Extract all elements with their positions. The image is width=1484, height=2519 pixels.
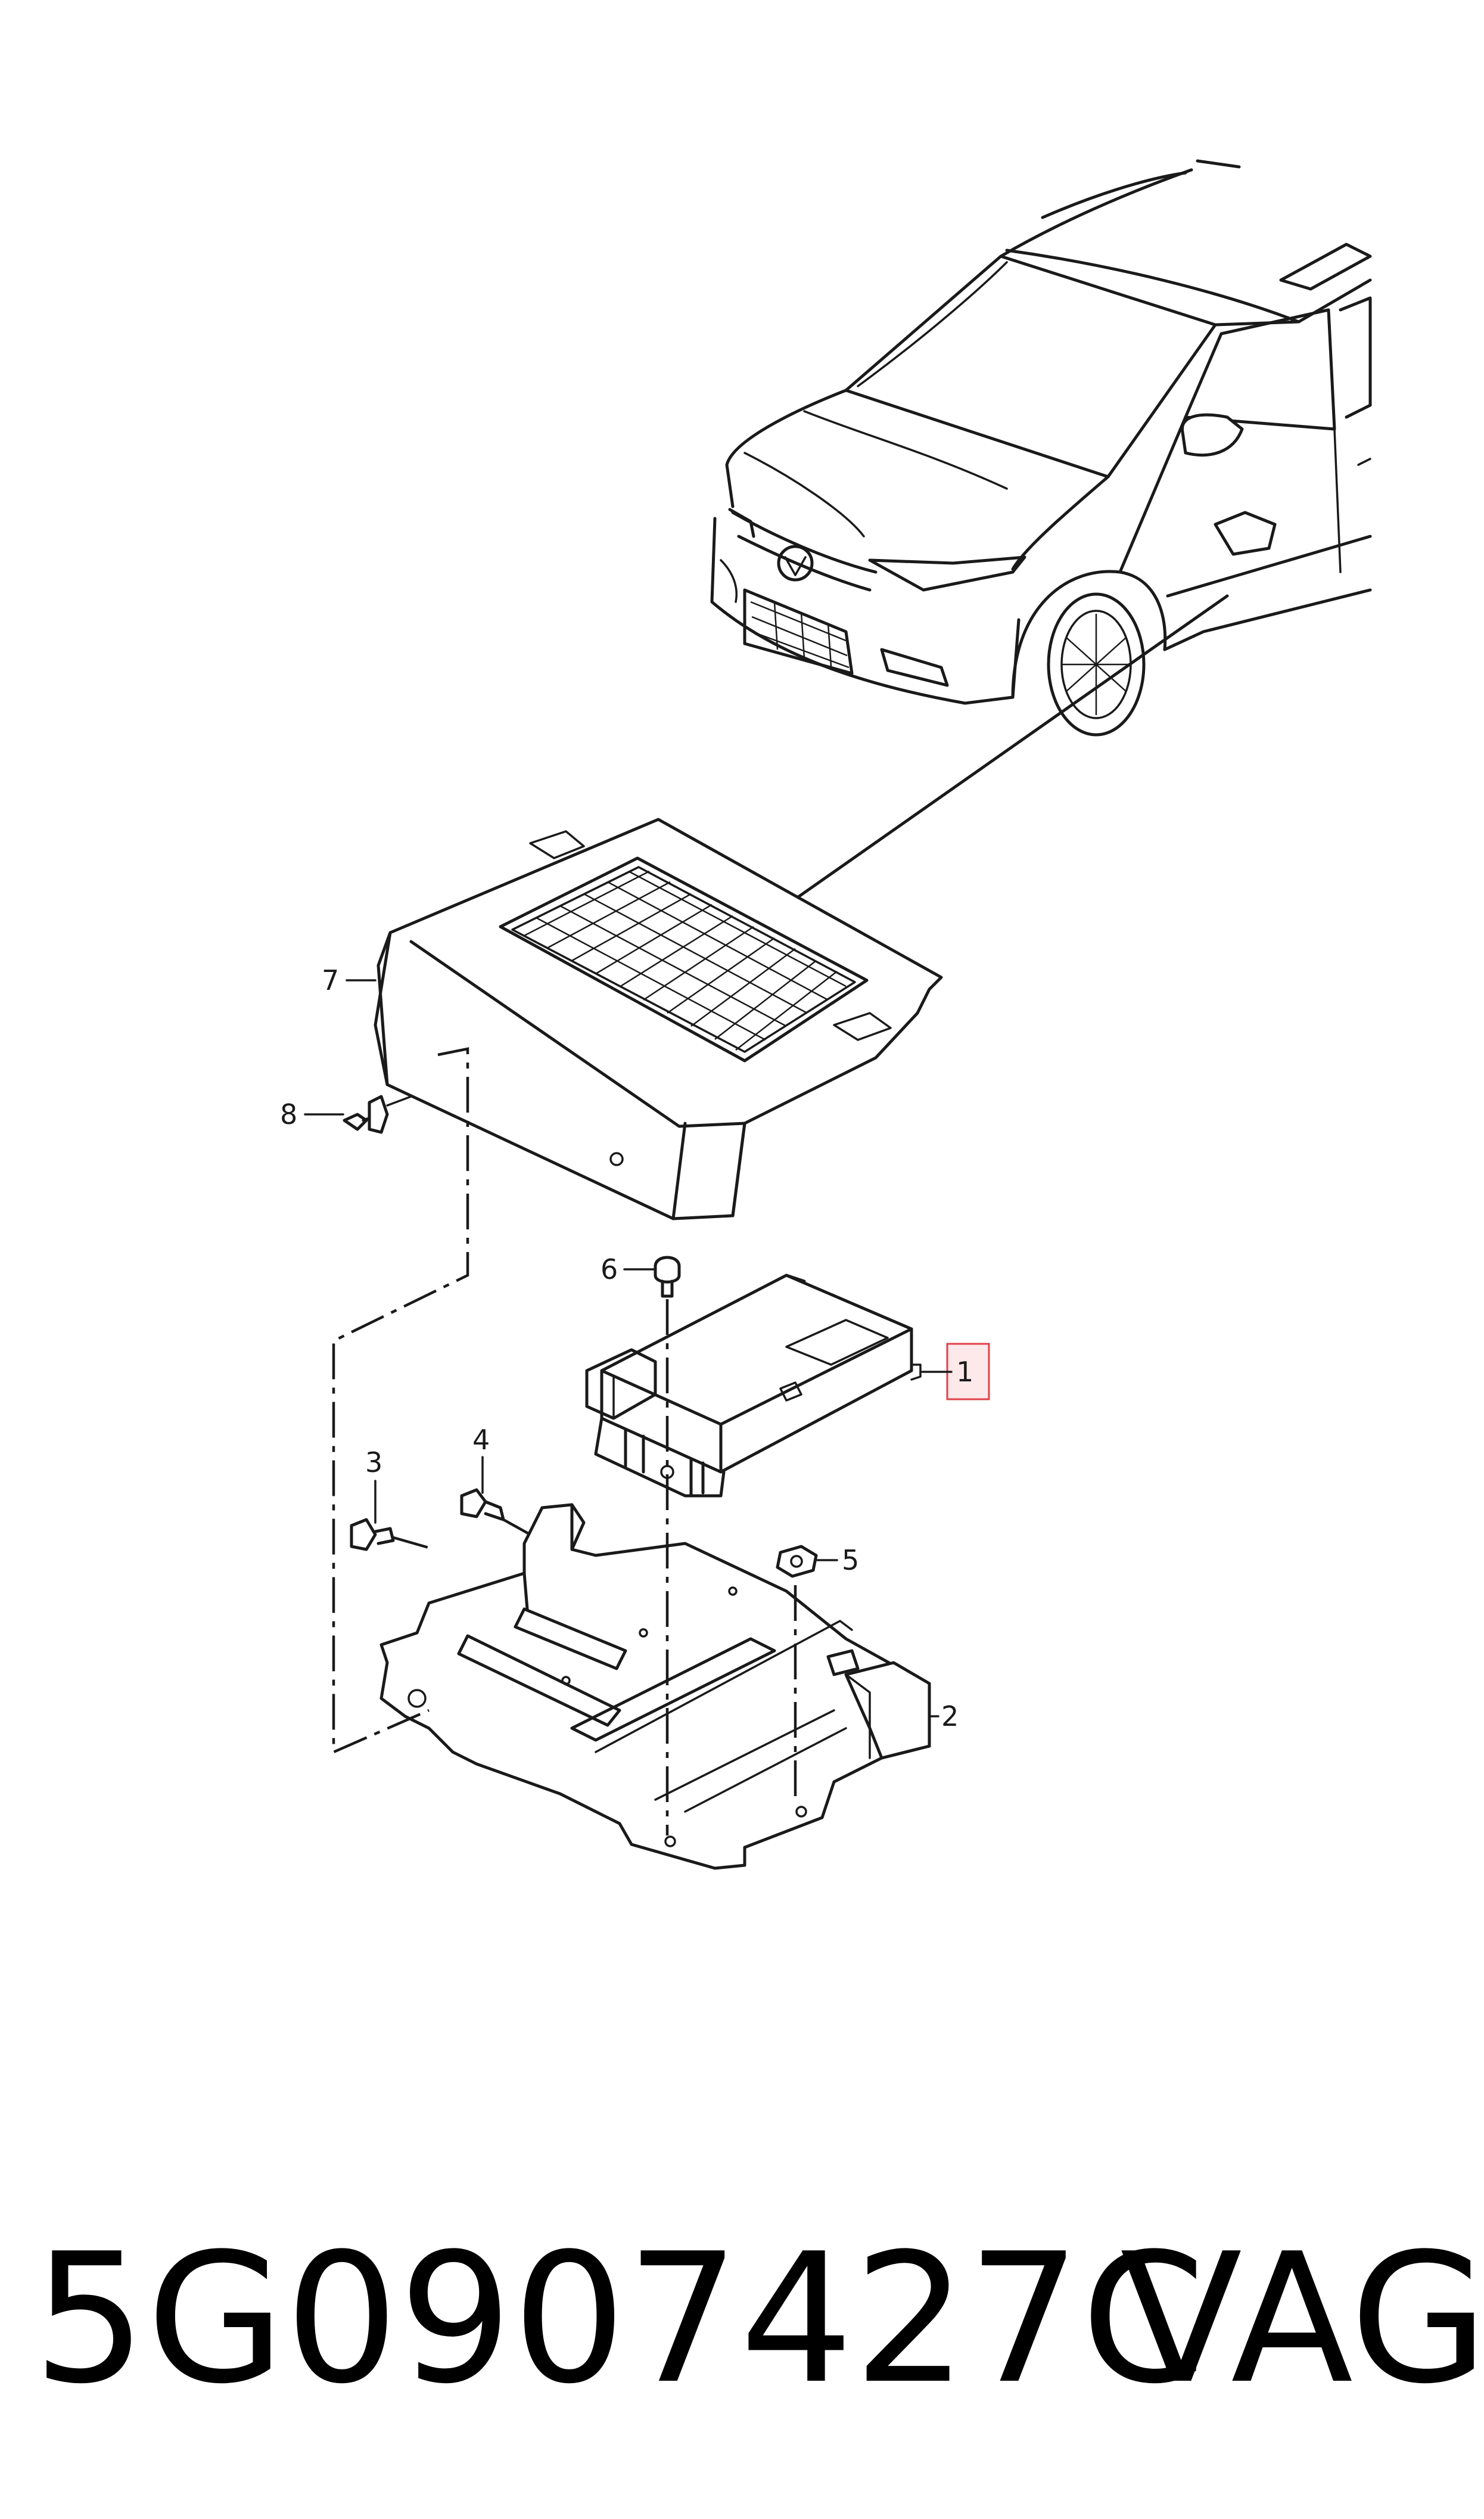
assembly-guide-lines	[332, 1047, 797, 1835]
callout-label-1: 1	[956, 1356, 973, 1388]
bracket-part-2	[379, 1503, 931, 1870]
nut-part-5	[776, 1545, 818, 1578]
callout-7: 7	[322, 964, 377, 996]
callout-2: 2	[928, 1700, 959, 1732]
callout-label-6: 6	[601, 1253, 618, 1285]
callout-8: 8	[280, 1098, 344, 1130]
callout-label-2: 2	[941, 1700, 959, 1732]
clip-part-3	[350, 1518, 395, 1551]
callout-1: 1	[921, 1343, 990, 1400]
callout-3: 3	[365, 1446, 382, 1524]
control-module-part-1	[585, 1274, 922, 1498]
screw-part-6	[654, 1256, 681, 1298]
callout-6: 6	[601, 1253, 655, 1285]
callout-4: 4	[472, 1424, 490, 1494]
part-number: 5G0907427C	[33, 2215, 1206, 2423]
callout-label-8: 8	[280, 1098, 297, 1130]
cover-part-7	[374, 818, 943, 1220]
vehicle-illustration	[710, 159, 1372, 899]
callout-label-3: 3	[365, 1446, 382, 1479]
brand-label: VAG	[1120, 2215, 1484, 2423]
callout-label-7: 7	[322, 964, 339, 996]
callout-1-highlight	[946, 1343, 990, 1400]
callout-5: 5	[816, 1544, 859, 1576]
fastener-part-8	[343, 1095, 412, 1134]
callout-label-4: 4	[472, 1424, 490, 1456]
bolt-part-4	[460, 1488, 505, 1521]
callout-label-5: 5	[842, 1544, 859, 1576]
